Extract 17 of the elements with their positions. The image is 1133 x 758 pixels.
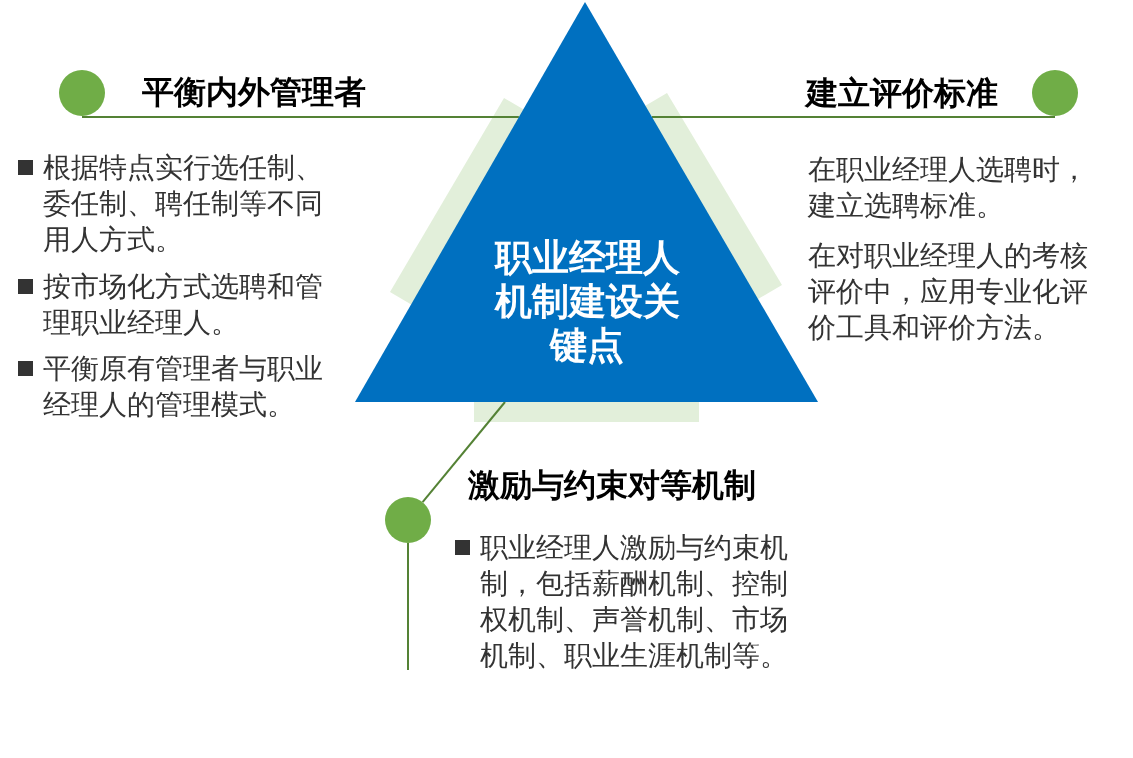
connector-line <box>421 401 506 504</box>
circle-dot-icon <box>59 70 105 116</box>
bullet-text: 根据特点实行选任制、委任制、聘任制等不同用人方式。 <box>43 151 324 257</box>
bullet-text: 按市场化方式选聘和管理职业经理人。 <box>43 270 324 340</box>
triangle-label: 职业经理人机制建设关键点 <box>493 236 681 368</box>
connector-line <box>407 542 409 671</box>
section-heading: 激励与约束对等机制 <box>468 466 756 505</box>
circle-dot-icon <box>385 497 431 543</box>
bullet-text: 职业经理人激励与约束机制，包括薪酬机制、控制权机制、声誉机制、市场机制、职业生涯机制等。 <box>480 531 789 673</box>
paragraph-text: 在职业经理人选聘时，建立选聘标准。 <box>808 153 1089 223</box>
circle-dot-icon <box>1032 70 1078 116</box>
connector-line <box>651 116 1056 118</box>
bullet-text: 平衡原有管理者与职业经理人的管理模式。 <box>43 352 324 422</box>
section-heading: 建立评价标准 <box>806 74 998 113</box>
section-heading: 平衡内外管理者 <box>142 73 366 112</box>
connector-line <box>81 116 520 118</box>
paragraph-text: 在对职业经理人的考核评价中，应用专业化评价工具和评价方法。 <box>808 239 1089 345</box>
